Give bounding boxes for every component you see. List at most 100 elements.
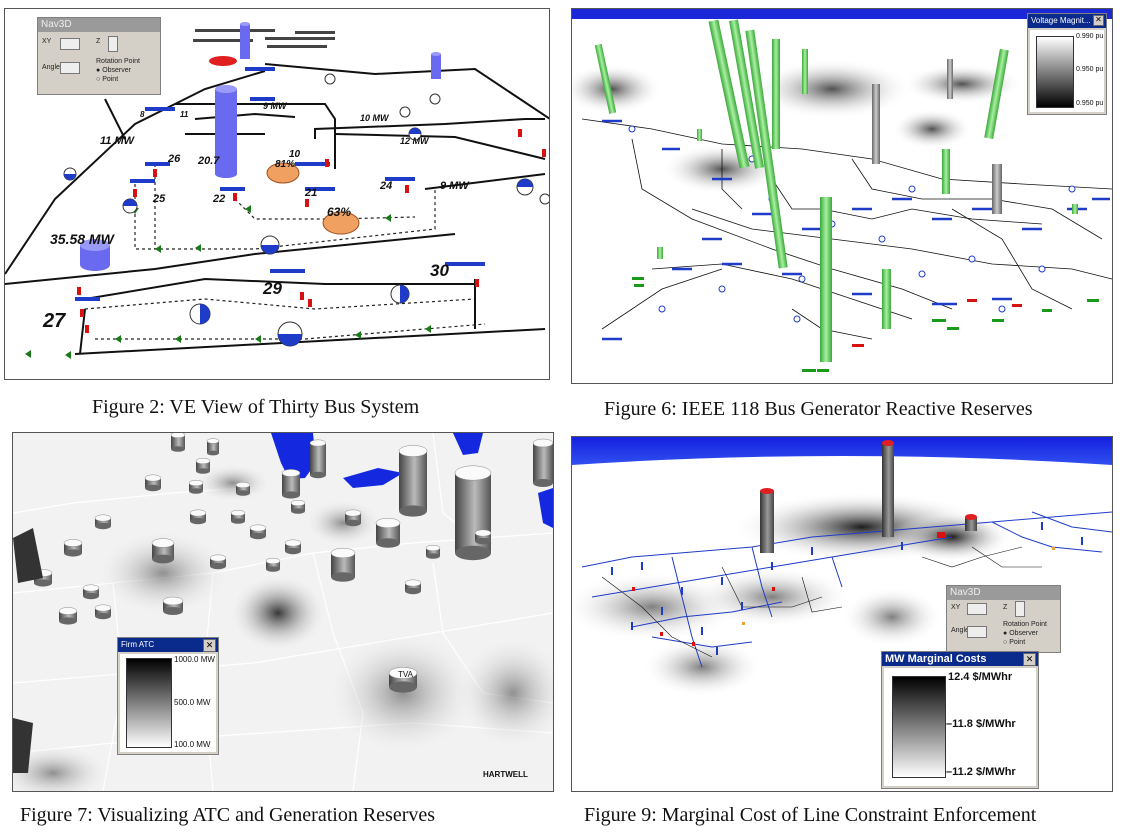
rotation-point-radio[interactable]: ○ Point — [96, 76, 119, 83]
z-spinner[interactable] — [108, 36, 118, 52]
voltage-legend-window[interactable]: Voltage Magnit... ✕ 0.990 pu 0.950 pu 0.… — [1027, 13, 1107, 115]
hartwell-label: HARTWELL — [483, 770, 528, 779]
reserve-cylinder-top — [290, 499, 306, 507]
nav3d-window[interactable]: Nav3D XY Z Angle Rotation Point ● Observ… — [946, 585, 1061, 653]
reserve-cylinder-body — [145, 478, 161, 488]
marginal-cost-cylinders — [760, 440, 977, 553]
marginal-costs-legend-window[interactable]: MW Marginal Costs ✕ 12.4 $/MWhr –11.8 $/… — [881, 651, 1039, 789]
legend-bottom-value: 11.2 $/MWhr — [952, 766, 1016, 778]
reserve-cylinder-base — [196, 468, 210, 474]
network-lines — [581, 511, 1112, 668]
fig7-panel: TVA HARTWELL Firm ATC ✕ 1000.0 MW 500.0 … — [12, 432, 554, 792]
transmission-lines — [5, 63, 549, 355]
reserve-cylinder-body — [282, 473, 300, 495]
firm-atc-legend-window[interactable]: Firm ATC ✕ 1000.0 MW 500.0 MW 100.0 MW — [117, 637, 219, 755]
bus-number: 26 — [167, 153, 181, 165]
legend-top-label: 0.990 pu — [1076, 33, 1104, 40]
reserve-cylinder-body — [231, 513, 245, 521]
reserve-cylinder-body — [291, 503, 305, 511]
close-icon[interactable]: ✕ — [1093, 15, 1104, 26]
reserve-cylinder-base — [83, 592, 99, 600]
bus-number: 27 — [42, 310, 66, 332]
reserve-cylinder-top — [144, 474, 162, 482]
reserve-cylinder-top — [454, 465, 492, 481]
rotation-observer-radio[interactable]: ● Observer — [96, 67, 131, 74]
reserve-cylinder-body — [250, 528, 266, 536]
angle-label: Angle — [42, 64, 60, 71]
legend-title: MW Marginal Costs — [882, 652, 1038, 666]
reserve-cylinder-top — [281, 469, 301, 477]
reserve-cylinder-body — [95, 518, 111, 526]
reserve-cylinder-top — [330, 547, 356, 559]
legend-top-label: 12.4 $/MWhr — [948, 671, 1013, 683]
reserve-cylinder-base — [331, 572, 355, 582]
fig2-panel: 11 MW 9 MW 10 MW 12 MW 9 MW 20.7 35.58 M… — [4, 8, 550, 380]
bus-bars — [602, 119, 1110, 341]
reserve-cylinder-base — [231, 518, 245, 524]
reserve-cylinder-top — [58, 607, 78, 615]
figure-2-caption: Figure 2: VE View of Thirty Bus System — [92, 396, 420, 418]
reserve-cylinder-top — [344, 509, 362, 517]
rotation-point-label: Rotation Point — [96, 58, 140, 65]
reserve-cylinder-body — [171, 435, 185, 449]
nav3d-window[interactable]: Nav3D XY Z Angle Rotation Point ● Observ… — [37, 17, 161, 95]
angle-label: Angle — [951, 627, 969, 634]
legend-title: Firm ATC — [118, 638, 218, 652]
reserve-cylinder-base — [291, 508, 305, 514]
reserve-cylinder-base — [345, 519, 361, 527]
reserve-cylinder-body — [376, 523, 400, 543]
reserve-cylinder-base — [190, 517, 206, 525]
reserve-cylinder-body — [163, 601, 183, 611]
reserve-cylinder-body — [405, 583, 421, 591]
fig6-3d-network — [572, 9, 1112, 372]
rotation-point-radio[interactable]: ○ Point — [1003, 639, 1026, 646]
bus-number: 24 — [379, 180, 392, 192]
figure-7-caption: Figure 7: Visualizing ATC and Generation… — [20, 804, 436, 826]
rotation-point-label: Rotation Point — [1003, 621, 1047, 628]
mw-label: 9 MW — [263, 101, 288, 111]
reserve-cylinder-base — [250, 532, 266, 540]
substation-text — [193, 29, 335, 48]
figure-9-caption: Figure 9: Marginal Cost of Line Constrai… — [584, 804, 1037, 826]
reserve-cylinder-base — [145, 484, 161, 492]
reserve-cylinder-base — [95, 522, 111, 530]
gen-annotations — [632, 277, 1099, 372]
tva-label: TVA — [398, 670, 414, 679]
legend-bottom-label: 100.0 MW — [174, 740, 211, 749]
rotation-observer-radio[interactable]: ● Observer — [1003, 630, 1038, 637]
orange-markers — [742, 547, 1055, 625]
legend-body: 12.4 $/MWhr –11.8 $/MWhr –11.2 $/MWhr — [884, 668, 1036, 786]
radio-label: Observer — [1009, 630, 1038, 637]
legend-gradient — [126, 658, 172, 748]
reserve-cylinder-body — [399, 451, 427, 511]
xy-spinner[interactable] — [60, 38, 80, 50]
xy-spinner[interactable] — [967, 603, 987, 615]
reserve-cylinder-base — [282, 491, 300, 499]
legend-bottom-label: 0.950 pu — [1076, 100, 1104, 107]
reserve-cylinder-top — [249, 524, 267, 532]
reserve-cylinder-top — [375, 517, 401, 529]
reserve-cylinder-top — [388, 667, 418, 679]
close-icon[interactable]: ✕ — [1023, 653, 1036, 666]
reserve-cylinder-base — [475, 537, 491, 545]
fig2-one-line-diagram: 11 MW 9 MW 10 MW 12 MW 9 MW 20.7 35.58 M… — [5, 22, 549, 359]
mw-label: 20.7 — [197, 155, 220, 167]
percent-label: 81% — [275, 159, 295, 170]
reserve-cylinder-body — [236, 485, 250, 493]
reserve-cylinder-top — [532, 438, 553, 448]
reserve-cylinder-body — [266, 561, 280, 569]
xy-label: XY — [42, 38, 52, 45]
angle-spinner[interactable] — [60, 62, 80, 74]
reserve-cylinder-top — [265, 557, 281, 565]
legend-top-label: 1000.0 MW — [174, 655, 215, 664]
reserve-cylinder-base — [266, 566, 280, 572]
reserve-cylinder-body — [95, 608, 111, 616]
close-icon[interactable]: ✕ — [203, 639, 216, 652]
z-spinner[interactable] — [1015, 601, 1025, 617]
angle-spinner[interactable] — [967, 626, 987, 638]
red-annotations — [852, 299, 1022, 347]
legend-body: 0.990 pu 0.950 pu 0.950 pu — [1030, 30, 1104, 112]
legend-mid-value: 11.8 $/MWhr — [952, 718, 1016, 730]
reserve-cylinder-body — [207, 441, 219, 453]
reserve-cylinder-body — [475, 533, 491, 541]
